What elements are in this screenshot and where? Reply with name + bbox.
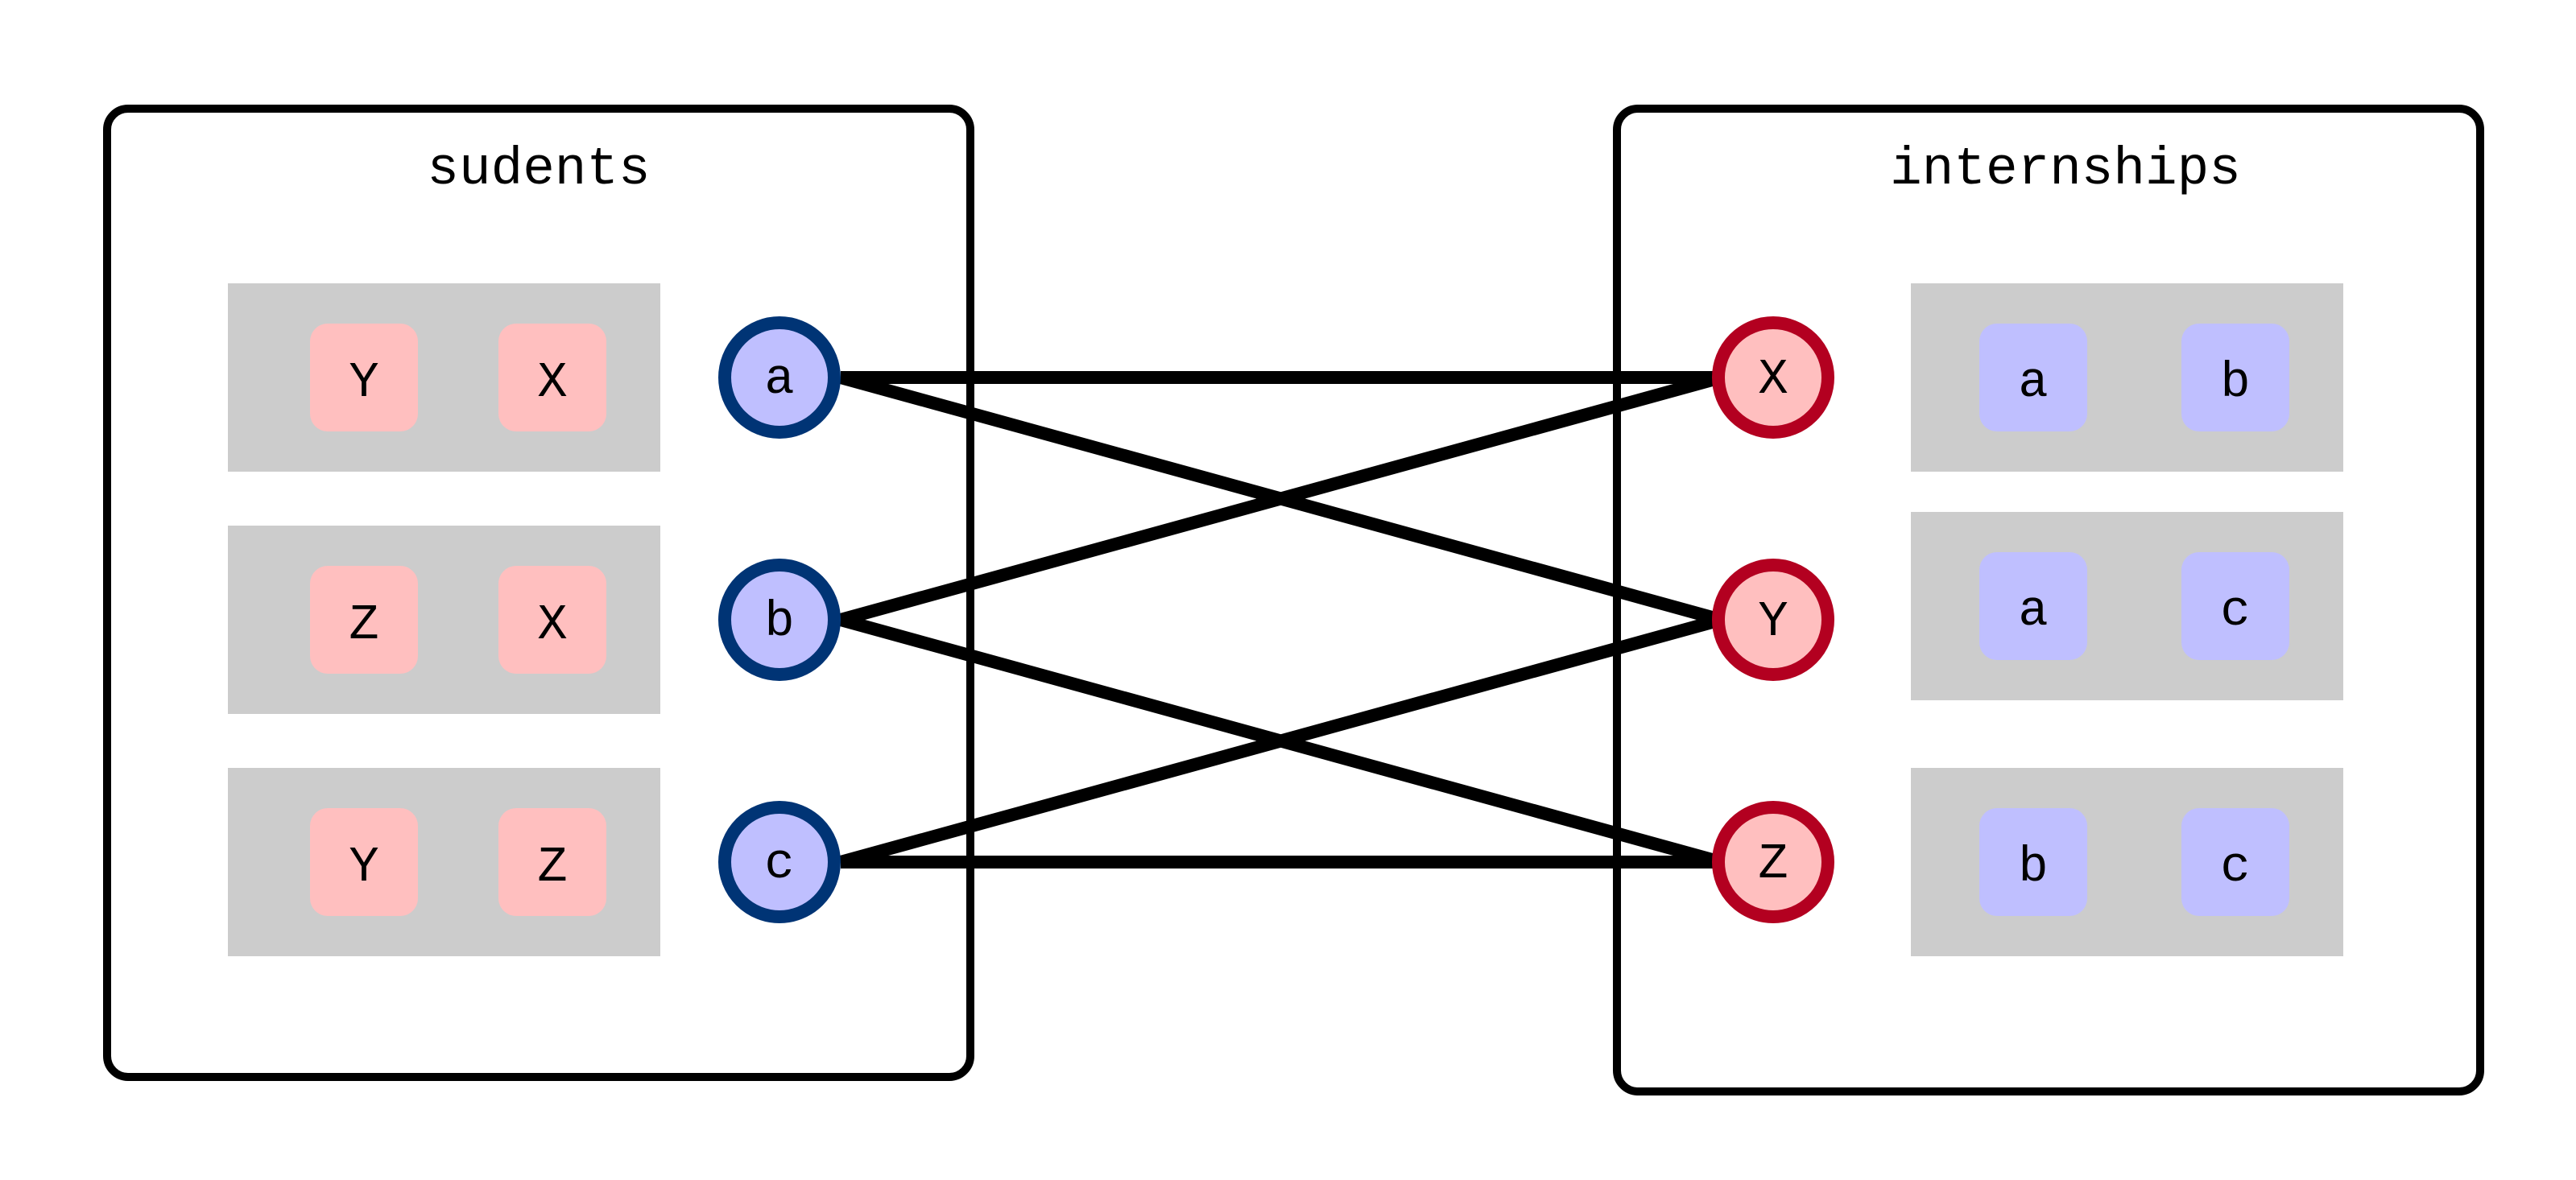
pref-chip <box>2181 808 2289 916</box>
node-label: a <box>764 351 794 408</box>
pref-chip <box>498 324 606 431</box>
pref-chip <box>1979 552 2087 660</box>
pref-chip-label: Z <box>537 839 567 896</box>
pref-chip <box>498 566 606 674</box>
node-label: b <box>764 593 794 650</box>
pref-chip <box>310 324 418 431</box>
pref-chip-label: a <box>2018 583 2048 640</box>
internship-pref-box: a b <box>1911 283 2343 472</box>
student-pref-box: Y Z <box>228 768 660 956</box>
student-node-c: c <box>718 801 841 923</box>
internship-node-Y: Y <box>1712 559 1834 681</box>
pref-chip-label: b <box>2220 354 2250 411</box>
node-label: c <box>764 835 794 893</box>
internships-title: internships <box>1890 139 2241 200</box>
pref-chip-label: Y <box>349 354 378 411</box>
pref-chip-label: c <box>2220 839 2250 896</box>
node-label: X <box>1758 351 1788 408</box>
pref-chip <box>2181 324 2289 431</box>
pref-chip-label: Z <box>349 596 378 654</box>
pref-chip-label: X <box>537 596 567 654</box>
student-pref-box: Y X <box>228 283 660 472</box>
pref-chip <box>1979 808 2087 916</box>
pref-chip-label: Y <box>349 839 378 896</box>
node-label: Y <box>1758 593 1788 650</box>
edge-c-Y <box>838 613 1723 868</box>
pref-chip <box>310 566 418 674</box>
student-node-a: a <box>718 316 841 439</box>
pref-chip-label: c <box>2220 583 2250 640</box>
node-label: Z <box>1758 835 1788 893</box>
internship-node-Z: Z <box>1712 801 1834 923</box>
students-title: sudents <box>427 139 650 200</box>
pref-chip <box>310 808 418 916</box>
pref-chip-label: b <box>2018 839 2048 896</box>
internship-pref-box: a c <box>1911 512 2343 700</box>
internship-pref-box: b c <box>1911 768 2343 956</box>
pref-chip <box>1979 324 2087 431</box>
edge-b-X <box>838 371 1723 626</box>
pref-chip-label: a <box>2018 354 2048 411</box>
pref-chip-label: X <box>537 354 567 411</box>
student-node-b: b <box>718 559 841 681</box>
pref-chip <box>2181 552 2289 660</box>
pref-chip <box>498 808 606 916</box>
internship-node-X: X <box>1712 316 1834 439</box>
student-pref-box: Z X <box>228 526 660 714</box>
